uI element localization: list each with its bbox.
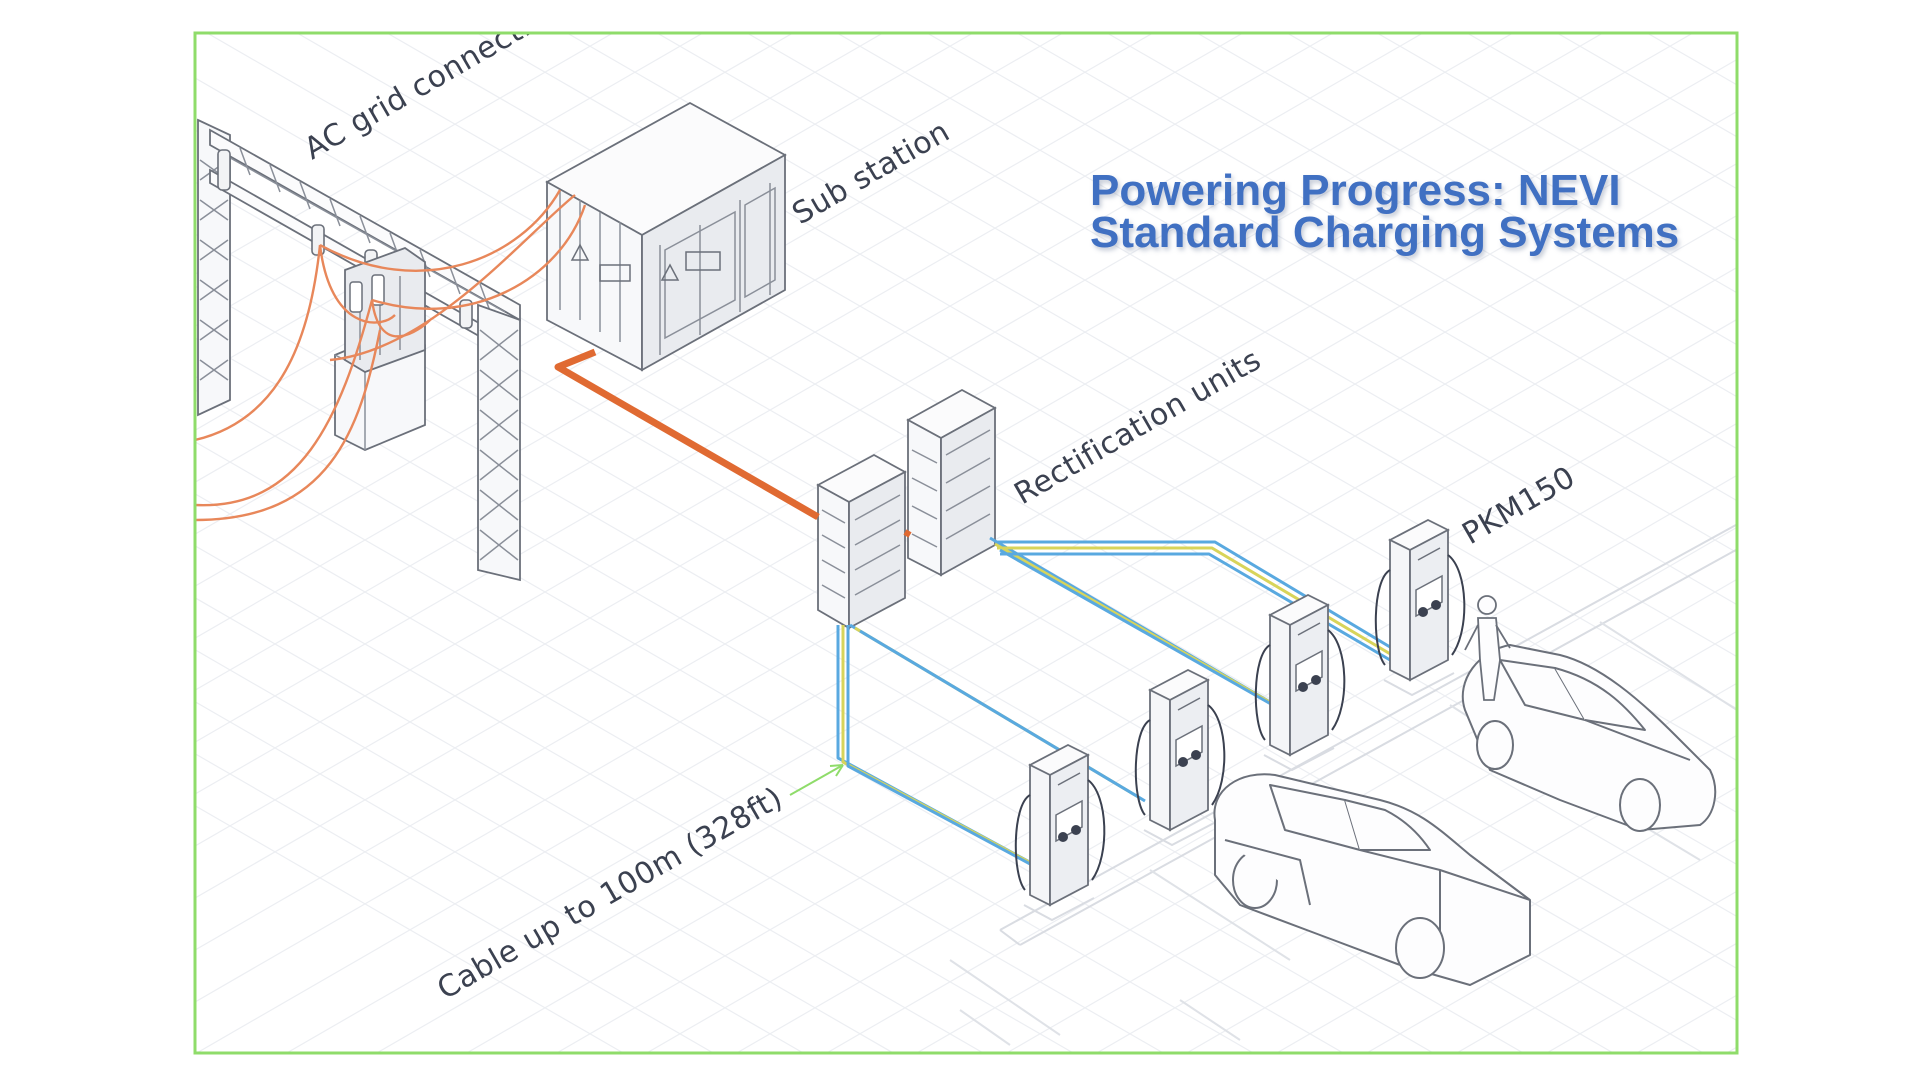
frame-border [193,31,1739,1055]
label-ac-grid: AC grid connection [299,0,570,167]
person [1464,595,1511,701]
rectification-unit-2 [906,388,997,577]
charger-3 [1254,593,1346,772]
dc-cables [836,536,1396,874]
cable-pointer-arrow [789,764,844,796]
grid-tower [197,118,521,582]
diagram-title: Powering Progress: NEVI Standard Chargin… [1090,166,1679,257]
svg-text:Standard Charging Systems: Standard Charging Systems [1090,208,1679,257]
charger-4 [1374,518,1466,697]
charger-2 [1134,668,1226,847]
car [1461,644,1717,832]
substation-cabinet [545,101,787,372]
charger-1 [1014,743,1106,922]
svg-text:Powering Progress: NEVI: Powering Progress: NEVI [1090,166,1621,215]
pickup-truck [1213,773,1531,986]
label-rectification: Rectification units [1009,342,1268,512]
label-substation: Sub station [787,114,956,232]
main-feed-cable [554,348,820,521]
rectification-unit-1 [816,453,907,630]
svg-text:AC grid connection: AC grid connection [299,0,570,167]
ac-grid-cables [195,189,587,522]
